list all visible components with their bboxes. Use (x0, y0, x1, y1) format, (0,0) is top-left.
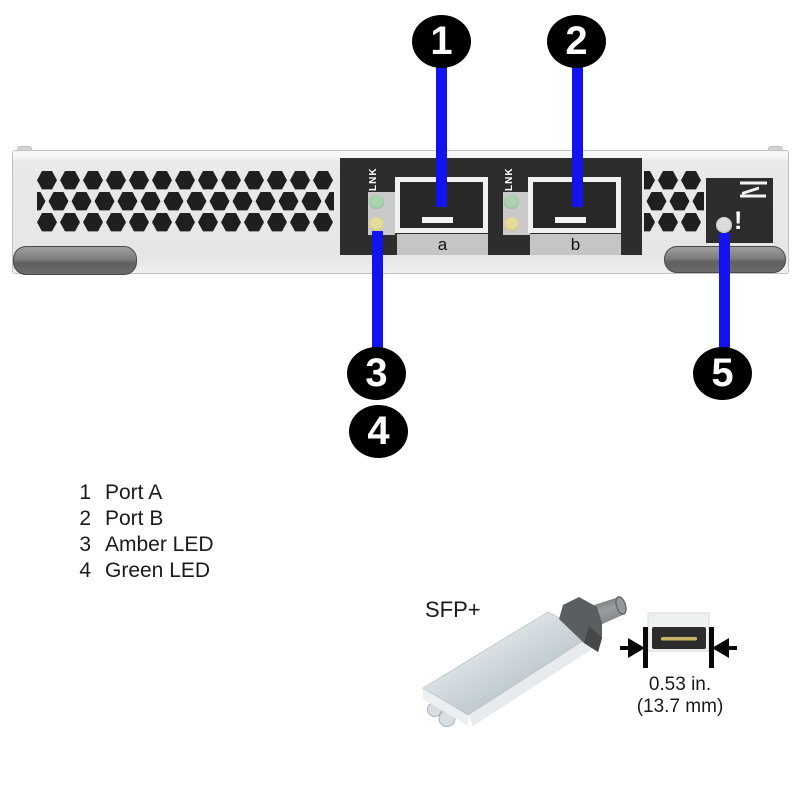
sfp-latch-tab (584, 626, 602, 652)
handle-left (13, 246, 137, 275)
vent-grille (37, 170, 704, 233)
dimension-arrow-right-icon (712, 638, 729, 658)
legend-num-4: 4 (79, 559, 91, 582)
sfp-front-face (423, 688, 468, 726)
dimension-inches: 0.53 in. (648, 674, 712, 695)
legend-num-1: 1 (79, 481, 91, 504)
green-led-port-a (369, 195, 384, 209)
legend-label-1: Port A (105, 481, 163, 504)
legend-row-1: 1 Port A (78, 480, 214, 506)
sfp-side-face (468, 635, 597, 726)
dimension-bar-left (643, 627, 648, 668)
legend-num-2: 2 (79, 507, 91, 530)
sfp-cable-stub-cap (615, 596, 627, 615)
dimension-arrow-left-tail (620, 646, 629, 650)
attention-panel: ! (706, 178, 773, 243)
attention-led (716, 217, 732, 233)
legend-label-2: Port B (105, 507, 164, 530)
callout-1: 1 (412, 15, 471, 68)
link-fault-icon (740, 181, 767, 198)
lnk-label-port-a: LNK (368, 167, 379, 191)
vent-grille-left (37, 170, 334, 233)
sfp-transceiver-illustration (422, 596, 627, 727)
legend-row-2: 2 Port B (78, 506, 214, 532)
sfp-title: SFP+ (425, 597, 481, 622)
port-a-notch (422, 217, 453, 223)
legend-row-4: 4 Green LED (78, 558, 214, 584)
port-b-label: b (530, 234, 621, 255)
sfp-contact-strip (661, 637, 697, 641)
callout-line-5 (719, 233, 730, 349)
amber-led-port-b (504, 217, 519, 231)
port-b-notch (555, 217, 586, 223)
sfp-port-panel: LNK a LNK b (340, 158, 642, 255)
legend-label-4: Green LED (105, 559, 211, 582)
legend-num-3: 3 (79, 533, 91, 556)
callout-3: 3 (347, 347, 406, 400)
green-led-port-b (504, 195, 519, 209)
dimension-arrow-left-icon (628, 638, 645, 658)
callout-2: 2 (547, 15, 606, 68)
legend-row-3: 3 Amber LED (78, 532, 214, 558)
callout-4: 4 (349, 405, 408, 458)
port-a-label: a (397, 234, 488, 255)
callout-line-3 (372, 231, 383, 349)
legend: 1 Port A 2 Port B 3 Amber LED 4 Green LE… (78, 480, 214, 584)
legend-label-3: Amber LED (105, 533, 214, 556)
callout-line-1 (436, 41, 447, 207)
dimension-arrow-right-tail (728, 646, 737, 650)
callout-line-2 (572, 41, 583, 207)
callout-5: 5 (693, 347, 752, 400)
dimension-mm: (13.7 mm) (636, 696, 724, 717)
vent-grille-right (644, 170, 704, 233)
lnk-label-port-b: LNK (504, 167, 515, 191)
amber-led-port-a (369, 217, 384, 231)
sfp-front-view (620, 612, 737, 668)
attention-exclamation: ! (734, 207, 743, 235)
dimension-bar-right (709, 627, 714, 668)
